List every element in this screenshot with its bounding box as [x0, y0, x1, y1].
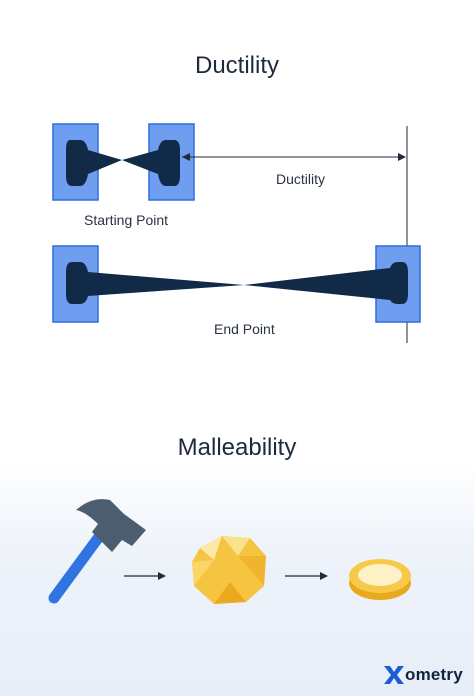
gold-nugget-icon [192, 536, 266, 604]
arrow-icon [285, 572, 328, 580]
end-point-label: End Point [214, 321, 275, 337]
ductility-measure-label: Ductility [276, 171, 326, 187]
xometry-logo: ometry [405, 664, 463, 686]
ductility-title: Ductility [194, 52, 279, 79]
gold-coin-icon [349, 559, 411, 600]
end-specimen [66, 262, 408, 304]
starting-point-label: Starting Point [84, 212, 169, 228]
logo-wordmark: ometry [405, 665, 463, 684]
ductility-arrow-right [398, 153, 406, 161]
hammer-icon [48, 499, 146, 604]
arrow-icon [124, 572, 166, 580]
xometry-x-icon [384, 666, 404, 684]
start-specimen [66, 140, 180, 186]
malleability-title: Malleability [177, 434, 297, 461]
ductility-arrow-left [182, 153, 190, 161]
